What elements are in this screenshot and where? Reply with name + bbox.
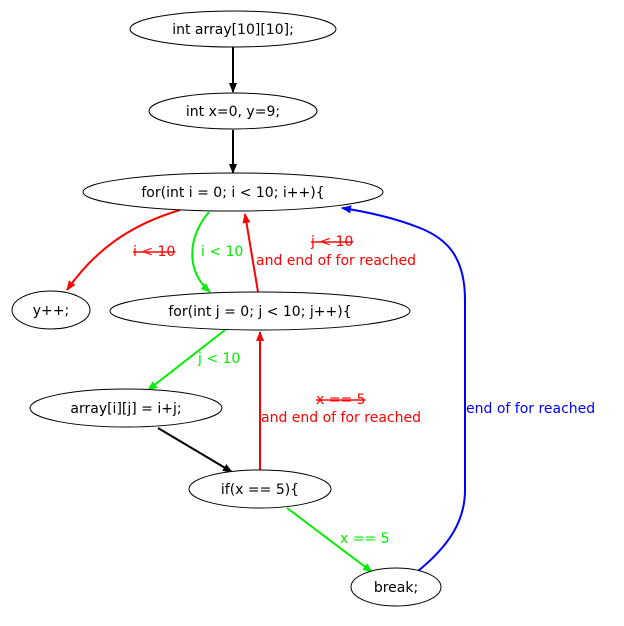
- node-array-decl-label: int array[10][10];: [172, 22, 294, 38]
- node-outer-for: for(int i = 0; i < 10; i++){: [82, 172, 384, 212]
- node-xy-init-label: int x=0, y=9;: [186, 104, 280, 120]
- edge-label-inner-true: j < 10: [197, 351, 240, 367]
- node-if-stmt: if(x == 5){: [188, 469, 332, 509]
- edge-outer-for-to-y-incr: [66, 209, 181, 291]
- node-array-decl: int array[10][10];: [129, 10, 337, 48]
- edge-label-break-back: end of for reached: [466, 401, 595, 417]
- node-inner-for-label: for(int j = 0; j < 10; j++){: [168, 304, 351, 320]
- edge-label-if-false-suffix: and end of for reached: [261, 410, 421, 426]
- node-y-incr: y++;: [11, 290, 91, 330]
- edge-label-inner-exit-strike: j < 10: [310, 234, 353, 250]
- edge-if-to-break: [286, 507, 373, 573]
- edge-label-if-false-strike: x == 5: [316, 392, 366, 408]
- node-inner-for: for(int j = 0; j < 10; j++){: [109, 291, 411, 331]
- node-assign: array[i][j] = i+j;: [29, 388, 223, 428]
- edge-label-outer-false: i < 10: [133, 244, 175, 260]
- node-if-stmt-label: if(x == 5){: [221, 482, 299, 498]
- node-outer-for-label: for(int i = 0; i < 10; i++){: [141, 185, 324, 201]
- node-break-label: break;: [374, 580, 418, 596]
- edge-assign-to-if: [157, 427, 233, 473]
- edge-inner-for-to-assign: [147, 329, 226, 391]
- node-y-incr-label: y++;: [33, 303, 69, 319]
- node-break: break;: [350, 567, 442, 607]
- edge-label-if-true: x == 5: [340, 531, 390, 547]
- edge-outer-for-to-inner-for: [191, 211, 211, 293]
- node-xy-init: int x=0, y=9;: [148, 92, 318, 130]
- edge-break-to-outer-for: [341, 205, 466, 572]
- edge-label-inner-exit-suffix: and end of for reached: [256, 253, 416, 269]
- node-assign-label: array[i][j] = i+j;: [70, 401, 181, 417]
- edge-label-outer-true: i < 10: [201, 244, 243, 260]
- edge-inner-for-to-outer-for: [242, 213, 259, 293]
